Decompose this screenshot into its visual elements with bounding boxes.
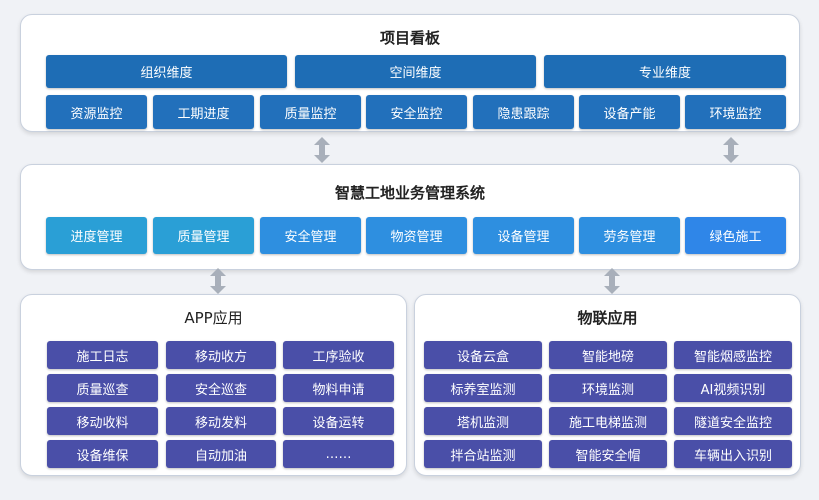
app-construction-log[interactable]: 施工日志 <box>47 341 158 369</box>
double-arrow-icon <box>210 268 226 294</box>
app-mobile-dispatch[interactable]: 移动发料 <box>166 407 276 435</box>
iot-vehicle-access-recognition[interactable]: 车辆出入识别 <box>674 440 792 468</box>
iot-smart-helmet[interactable]: 智能安全帽 <box>549 440 667 468</box>
dimension-space[interactable]: 空间维度 <box>295 55 536 88</box>
dimension-specialty[interactable]: 专业维度 <box>544 55 786 88</box>
app-auto-refuel[interactable]: 自动加油 <box>166 440 276 468</box>
monitor-schedule[interactable]: 工期进度 <box>153 95 254 129</box>
iot-device-cloud-box[interactable]: 设备云盒 <box>424 341 542 369</box>
project-kanban-title: 项目看板 <box>379 29 440 47</box>
management-system-title: 智慧工地业务管理系统 <box>334 184 485 202</box>
monitor-hazard[interactable]: 隐患跟踪 <box>473 95 574 129</box>
monitor-equipment[interactable]: 设备产能 <box>579 95 680 129</box>
iot-smart-weighbridge[interactable]: 智能地磅 <box>549 341 667 369</box>
mgmt-safety[interactable]: 安全管理 <box>260 217 361 254</box>
mgmt-green-construction[interactable]: 绿色施工 <box>685 217 786 254</box>
monitor-quality[interactable]: 质量监控 <box>260 95 361 129</box>
app-equipment-operation[interactable]: 设备运转 <box>283 407 394 435</box>
iot-tunnel-safety-monitor[interactable]: 隧道安全监控 <box>674 407 792 435</box>
app-applications-title: APP应用 <box>184 309 243 327</box>
iot-ai-video-recognition[interactable]: AI视频识别 <box>674 374 792 402</box>
monitor-environment[interactable]: 环境监控 <box>685 95 786 129</box>
project-kanban-panel: 项目看板 组织维度 空间维度 专业维度 资源监控 工期进度 质量监控 安全监控 … <box>20 14 800 132</box>
management-system-panel: 智慧工地业务管理系统 进度管理 质量管理 安全管理 物资管理 设备管理 劳务管理… <box>20 164 800 270</box>
iot-applications-panel: 物联应用 设备云盒 智能地磅 智能烟感监控 标养室监测 环境监测 AI视频识别 … <box>414 294 801 476</box>
app-process-acceptance[interactable]: 工序验收 <box>283 341 394 369</box>
mgmt-schedule[interactable]: 进度管理 <box>46 217 147 254</box>
app-more[interactable]: …… <box>283 440 394 468</box>
iot-environment-monitor[interactable]: 环境监测 <box>549 374 667 402</box>
app-material-request[interactable]: 物料申请 <box>283 374 394 402</box>
iot-smart-smoke-monitor[interactable]: 智能烟感监控 <box>674 341 792 369</box>
app-equipment-maintenance[interactable]: 设备维保 <box>47 440 158 468</box>
app-applications-panel: APP应用 施工日志 移动收方 工序验收 质量巡查 安全巡查 物料申请 移动收料… <box>20 294 407 476</box>
iot-elevator-monitor[interactable]: 施工电梯监测 <box>549 407 667 435</box>
iot-tower-crane-monitor[interactable]: 塔机监测 <box>424 407 542 435</box>
app-mobile-measurement[interactable]: 移动收方 <box>166 341 276 369</box>
dimension-organization[interactable]: 组织维度 <box>46 55 287 88</box>
iot-curing-room-monitor[interactable]: 标养室监测 <box>424 374 542 402</box>
double-arrow-icon <box>314 137 330 163</box>
app-mobile-receiving[interactable]: 移动收料 <box>47 407 158 435</box>
iot-mixing-station-monitor[interactable]: 拌合站监测 <box>424 440 542 468</box>
mgmt-materials[interactable]: 物资管理 <box>366 217 467 254</box>
double-arrow-icon <box>604 268 620 294</box>
mgmt-equipment[interactable]: 设备管理 <box>473 217 574 254</box>
app-quality-inspection[interactable]: 质量巡查 <box>47 374 158 402</box>
iot-applications-title: 物联应用 <box>577 309 638 327</box>
monitor-safety[interactable]: 安全监控 <box>366 95 467 129</box>
mgmt-quality[interactable]: 质量管理 <box>153 217 254 254</box>
mgmt-labor[interactable]: 劳务管理 <box>579 217 680 254</box>
monitor-resource[interactable]: 资源监控 <box>46 95 147 129</box>
double-arrow-icon <box>723 137 739 163</box>
app-safety-inspection[interactable]: 安全巡查 <box>166 374 276 402</box>
